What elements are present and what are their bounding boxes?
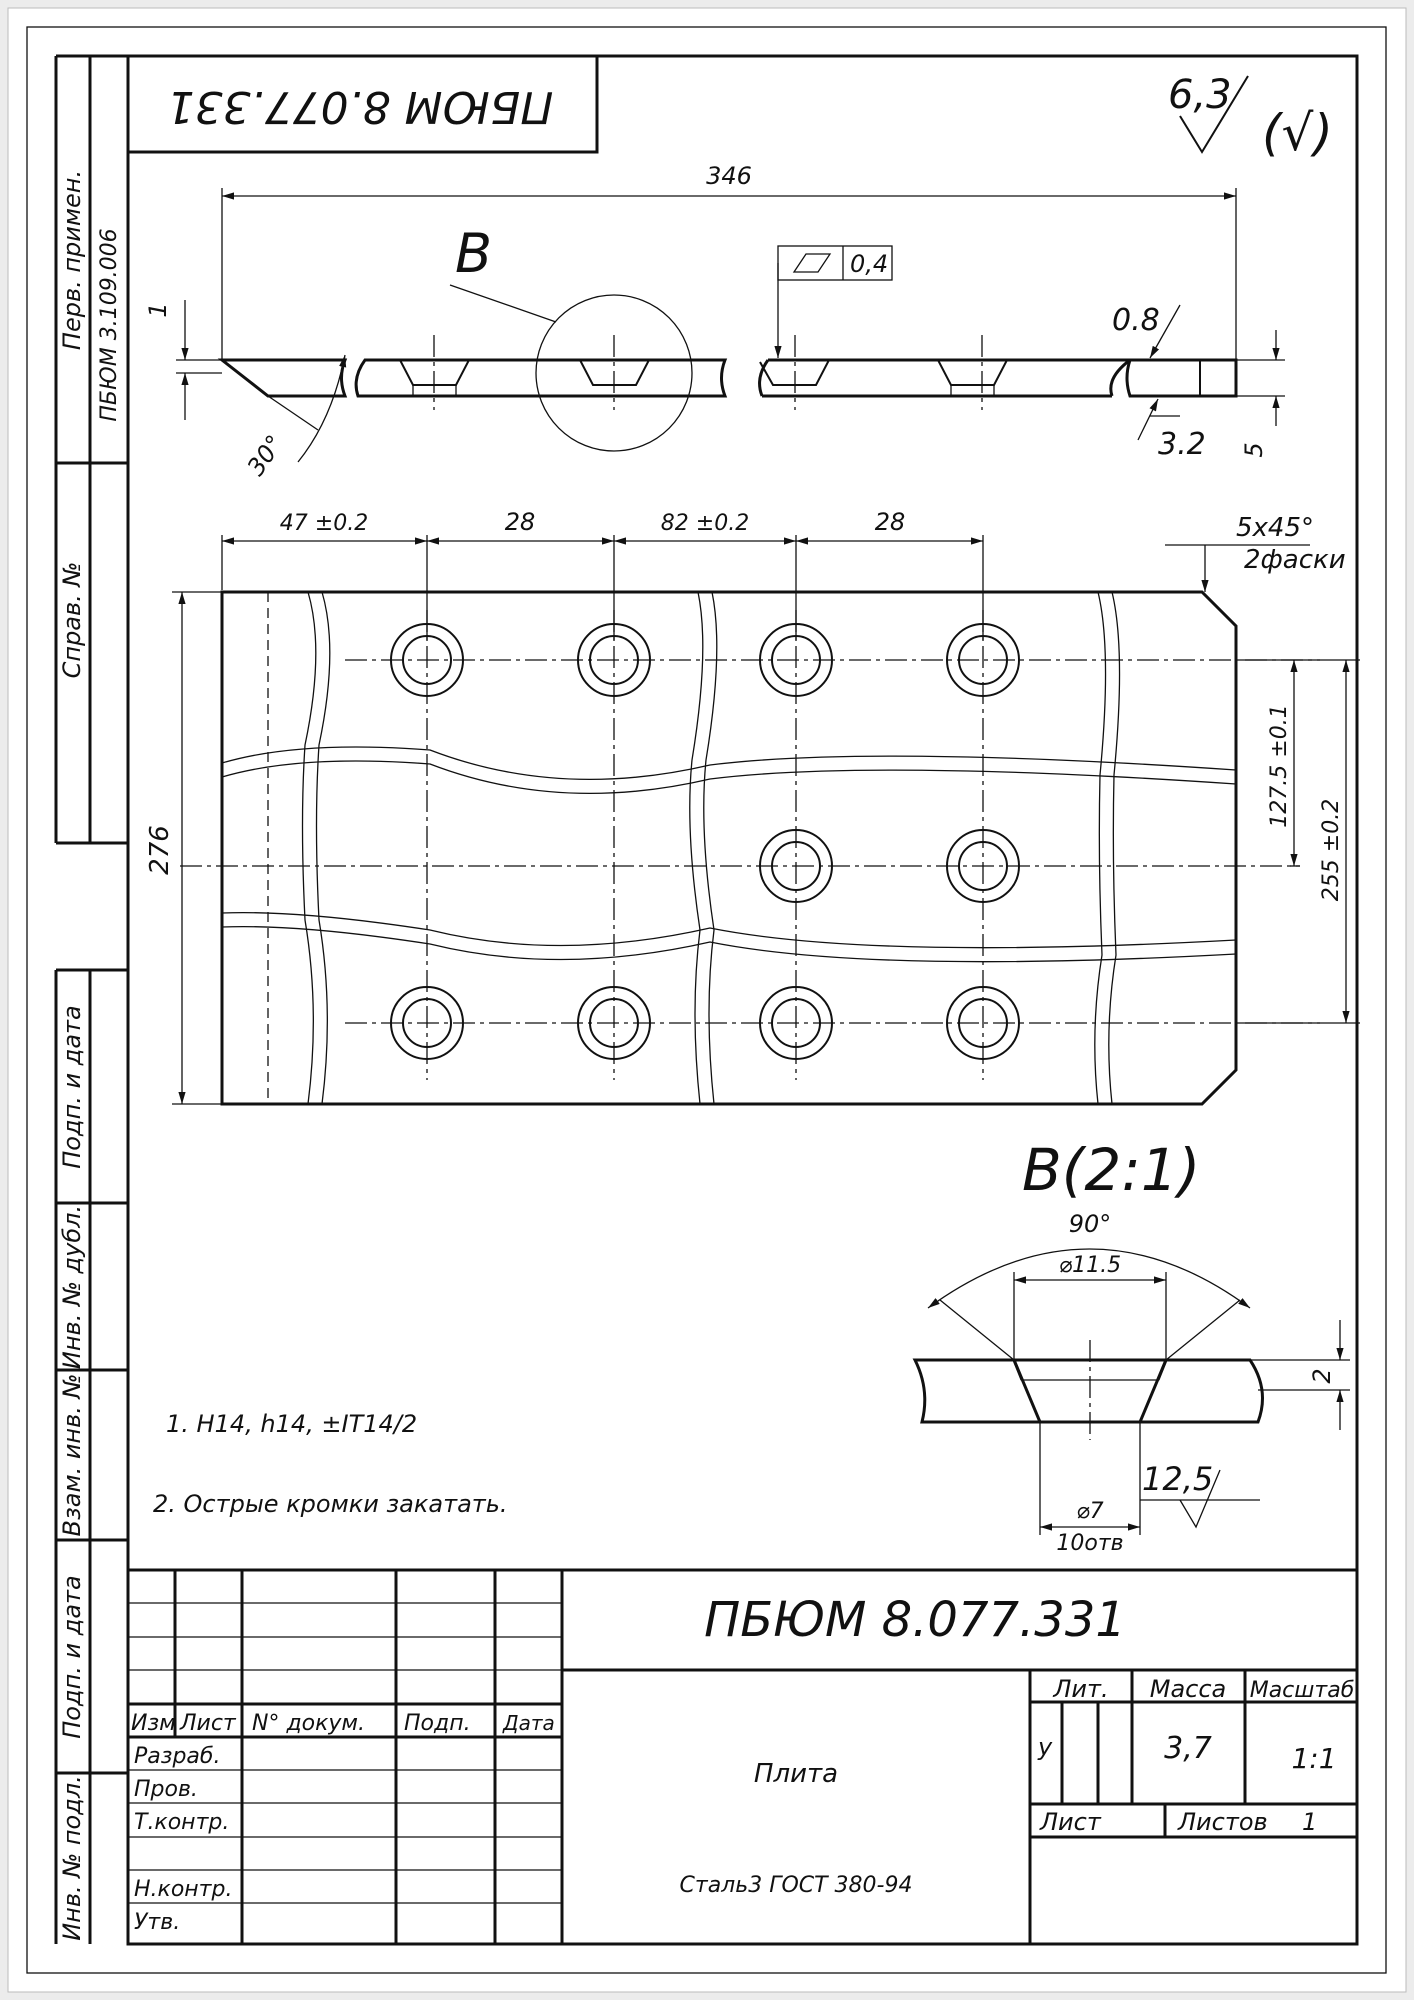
tb-col-list: Лист [179,1711,237,1736]
inv-dubl: Инв. № дубл. [58,1205,86,1369]
tb-row-utv: Утв. [134,1910,180,1935]
dim-thickness-left: 1 [144,302,172,317]
dim-47: 47 ±0.2 [280,511,368,536]
tb-lit-label: Лит. [1052,1675,1108,1703]
hole-r2-c4 [946,829,1020,903]
flatness-value: 0,4 [850,250,888,278]
main-frame [126,54,1359,1946]
dim-thickness-right: 5 [1240,442,1268,457]
tb-lit-value: у [1037,1733,1053,1761]
plan-view: 47 ±0.2 28 82 ±0.2 28 5x45° 2фаски [145,508,1360,1106]
tb-material: Сталь3 ГОСТ 380-94 [680,1873,913,1898]
hole-r3-c1 [390,986,464,1060]
detail-letter: B [455,222,492,285]
podp-data-1: Подп. и дата [58,1005,86,1169]
tb-part-name: Плита [754,1759,838,1789]
roughness-symbol-general: 6,3 (√) [1168,72,1333,162]
perv-primen-value: ПБЮМ 3.109.006 [97,228,122,421]
detail-roughness: 12,5 [1142,1460,1213,1498]
trim-frame [26,26,1387,1974]
detail-depth: 2 [1308,1368,1336,1383]
tb-row-nkontr: Н.контр. [134,1877,232,1902]
podp-data-2: Подп. и дата [58,1575,86,1739]
hole-r1-c3 [759,623,833,697]
side-view: 346 B 1 30° [144,162,1285,481]
chamfer-count: 2фаски [1244,545,1346,575]
chamfer-top: 0.8 [1112,303,1160,338]
tb-sheets-value: 1 [1302,1808,1317,1836]
tb-sheets-label: Листов [1177,1808,1268,1836]
rotated-designation: ПБЮМ 8.077.331 [167,81,554,132]
detail-title: B(2:1) [1022,1136,1200,1204]
dim-28-a: 28 [505,508,536,536]
hole-r3-c4 [946,986,1020,1060]
flatness-tolerance-frame: 0,4 [774,245,893,358]
inv-podl: Инв. № подл. [58,1775,86,1941]
tb-row-razrab: Разраб. [134,1744,220,1769]
note-2: 2. Острые кромки закатать. [153,1490,508,1518]
tb-designation: ПБЮМ 8.077.331 [704,1592,1126,1648]
tb-sheet-label: Лист [1039,1808,1102,1836]
hole-r1-c4 [946,623,1020,697]
dim-length: 346 [706,162,752,190]
chamfer-bottom: 3.2 [1158,427,1206,462]
hole-r3-c3 [759,986,833,1060]
note-1: 1. H14, h14, ±IT14/2 [166,1410,417,1438]
detail-hole-count: 10отв [1056,1531,1123,1556]
tb-col-doc: N° докум. [252,1711,365,1736]
perv-primen-label: Перв. примен. [58,170,86,350]
dim-full: 255 ±0.2 [1319,799,1344,901]
tb-scale-label: Масштаб [1250,1678,1355,1703]
title-block: Изм Лист N° докум. Подп. Дата Разраб. Пр… [128,1568,1357,1944]
detail-hole-diameter: ⌀7 [1076,1499,1103,1524]
tb-col-izm: Изм [131,1711,176,1736]
chamfer-size: 5x45° [1236,513,1314,543]
tb-col-data: Дата [502,1711,555,1735]
tb-mass-value: 3,7 [1164,1731,1212,1766]
dim-28-b: 28 [875,508,906,536]
hole-r1-c1 [390,623,464,697]
dim-height: 276 [145,825,175,875]
rotated-designation-box: ПБЮМ 8.077.331 [128,56,599,154]
tb-col-podp: Подп. [404,1711,471,1736]
vzam-inv: Взам. инв. № [58,1374,86,1537]
detail-angle: 90° [1069,1210,1112,1238]
hole-r1-c2 [577,623,651,697]
tb-row-tkontr: Т.контр. [134,1810,229,1835]
dim-half: 127.5 ±0.1 [1267,704,1292,827]
roughness-bracket: (√) [1262,104,1333,162]
tb-mass-label: Масса [1150,1675,1227,1703]
hole-r3-c2 [577,986,651,1060]
dim-82: 82 ±0.2 [661,511,749,536]
roughness-main-value: 6,3 [1168,72,1232,118]
tb-row-prov: Пров. [134,1777,198,1802]
detail-top-diameter: ⌀11.5 [1059,1253,1121,1278]
tb-scale-value: 1:1 [1291,1742,1336,1775]
sprav-label: Справ. № [58,562,86,679]
detail-view: B(2:1) 90° ⌀11.5 2 ⌀7 10отв 12,5 [912,1136,1350,1556]
hole-r2-c3 [759,829,833,903]
side-strip: Перв. примен. ПБЮМ 3.109.006 Справ. № По… [54,54,128,1944]
